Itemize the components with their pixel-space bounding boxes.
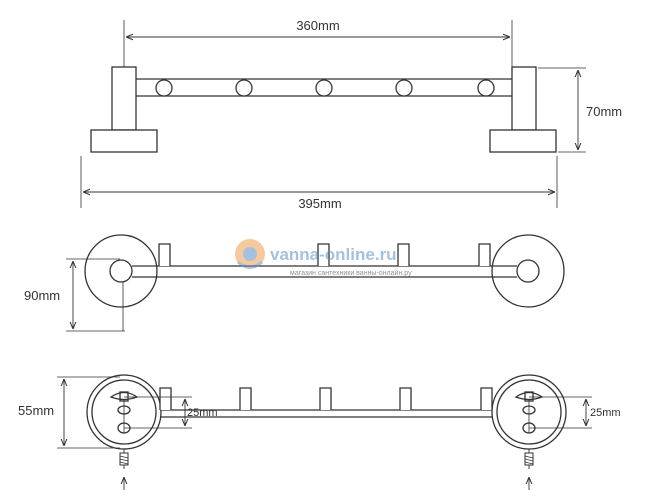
label-70mm: 70mm	[586, 104, 622, 119]
label-360mm: 360mm	[296, 18, 339, 33]
top-view	[66, 234, 565, 332]
left-post	[111, 66, 137, 131]
label-25mm-right: 25mm	[590, 407, 621, 419]
label-395mm: 395mm	[298, 196, 341, 211]
label-90mm: 90mm	[24, 288, 60, 303]
front-view	[80, 20, 586, 208]
left-screw-icon	[119, 449, 129, 490]
right-base	[489, 129, 557, 153]
label-55mm: 55mm	[18, 403, 54, 418]
left-base	[90, 129, 158, 153]
label-25mm-left: 25mm	[187, 407, 218, 419]
right-post	[511, 66, 537, 131]
wall-hook-tabs	[159, 387, 493, 410]
hook-tabs	[158, 243, 491, 266]
right-screw-icon	[524, 449, 534, 490]
watermark: vanna-online.ru магазин сантехники ванны…	[235, 239, 412, 277]
hook-circles	[155, 79, 495, 97]
watermark-text: vanna-online.ru	[270, 245, 397, 264]
wall-view	[57, 374, 592, 490]
watermark-tagline: магазин сантехники ванны-онлайн.ру	[290, 269, 412, 277]
